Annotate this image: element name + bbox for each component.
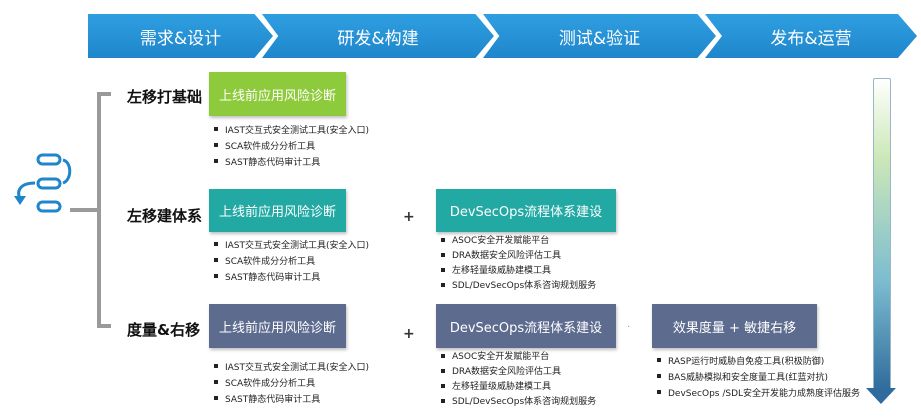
list-item: 左移轻量级威胁建模工具 <box>441 378 596 393</box>
bullet-icon <box>214 258 218 262</box>
list-item-label: SCA软件成分分析工具 <box>225 378 316 389</box>
bullet-icon <box>441 252 445 257</box>
list-item-label: IAST交互式安全测试工具(安全入口) <box>225 240 370 251</box>
list-item: IAST交互式安全测试工具(安全入口) <box>214 358 369 374</box>
bullet-icon <box>214 127 218 131</box>
cycle-icon <box>14 153 72 213</box>
box-label: DevSecOps流程体系建设 <box>449 320 603 336</box>
list-item: SAST静态代码审计工具 <box>214 390 369 406</box>
list-item: IAST交互式安全测试工具(安全入口) <box>214 121 369 137</box>
list-item-label: SAST静态代码审计工具 <box>225 157 321 168</box>
bullet-icon <box>441 237 445 242</box>
list-item: DevSecOps /SDL安全开发能力成熟度评估服务 <box>657 384 860 400</box>
bullet-icon <box>441 282 445 287</box>
bullet-icon <box>441 398 445 403</box>
bullet-icon <box>214 364 218 368</box>
list-item: DRA数据安全风险评估工具 <box>441 363 596 378</box>
diagnosis-box: 上线前应用风险诊断 <box>209 72 346 116</box>
stage-release-operate: 发布&运营 <box>705 14 917 58</box>
diagnosis-box: 上线前应用风险诊断 <box>209 304 346 348</box>
list-item: BAS威胁模拟和安全度量工具(红蓝对抗) <box>657 368 860 384</box>
plus-sign: + <box>403 326 415 342</box>
devsecops-box: DevSecOps流程体系建设 <box>436 189 616 232</box>
box-label: 上线前应用风险诊断 <box>218 88 336 104</box>
box-label: 效果度量 + 敏捷右移 <box>672 320 797 336</box>
list-item-label: DRA数据安全风险评估工具 <box>452 251 561 261</box>
bracket-connector <box>70 208 100 212</box>
down-arrow-icon <box>866 388 896 404</box>
bullet-icon <box>214 159 218 163</box>
list-item-label: 左移轻量级威胁建模工具 <box>452 266 552 276</box>
list-item: RASP运行时威胁自免疫工具(积极防御) <box>657 352 860 368</box>
tool-list: ASOC安全开发赋能平台 DRA数据安全风险评估工具 左移轻量级威胁建模工具 S… <box>441 348 596 408</box>
stage-test-verify: 测试&验证 <box>483 14 716 58</box>
list-item-label: IAST交互式安全测试工具(安全入口) <box>225 362 370 373</box>
stage-develop-build: 研发&构建 <box>262 14 494 58</box>
bullet-icon <box>214 274 218 278</box>
plus-sign: + <box>403 209 415 225</box>
tool-list: ASOC安全开发赋能平台 DRA数据安全风险评估工具 左移轻量级威胁建模工具 S… <box>441 232 596 292</box>
list-item: SAST静态代码审计工具 <box>214 153 369 169</box>
bullet-icon <box>657 374 661 378</box>
list-item-label: DevSecOps /SDL安全开发能力成熟度评估服务 <box>668 388 861 399</box>
list-item: ASOC安全开发赋能平台 <box>441 232 596 247</box>
stage-label: 研发&构建 <box>337 28 419 49</box>
list-item: DRA数据安全风险评估工具 <box>441 247 596 262</box>
list-item-label: SCA软件成分分析工具 <box>225 256 316 267</box>
tool-list: IAST交互式安全测试工具(安全入口) SCA软件成分分析工具 SAST静态代码… <box>214 358 369 406</box>
list-item-label: BAS威胁模拟和安全度量工具(红蓝对抗) <box>668 372 829 383</box>
bullet-icon <box>441 353 445 358</box>
bullet-icon <box>441 368 445 373</box>
list-item-label: DRA数据安全风险评估工具 <box>452 367 561 377</box>
row-title: 度量&右移 <box>127 321 201 339</box>
list-item-label: SAST静态代码审计工具 <box>225 272 321 283</box>
row-title: 左移打基础 <box>127 88 203 106</box>
list-item: SDL/DevSecOps体系咨询规划服务 <box>441 393 596 408</box>
bracket-top <box>97 92 111 96</box>
list-item: SDL/DevSecOps体系咨询规划服务 <box>441 277 596 292</box>
bullet-icon <box>441 267 445 272</box>
list-item-label: ASOC安全开发赋能平台 <box>452 352 550 362</box>
separator-dot: · <box>627 322 631 333</box>
stage-label: 需求&设计 <box>139 28 222 49</box>
list-item-label: SAST静态代码审计工具 <box>225 394 321 405</box>
list-item-label: SDL/DevSecOps体系咨询规划服务 <box>452 281 597 291</box>
list-item: 左移轻量级威胁建模工具 <box>441 262 596 277</box>
tool-list: IAST交互式安全测试工具(安全入口) SCA软件成分分析工具 SAST静态代码… <box>214 121 369 169</box>
list-item: IAST交互式安全测试工具(安全入口) <box>214 236 369 252</box>
stage-label: 测试&验证 <box>558 28 641 49</box>
bullet-icon <box>214 380 218 384</box>
box-label: 上线前应用风险诊断 <box>218 320 336 336</box>
list-item: SCA软件成分分析工具 <box>214 252 369 268</box>
box-label: DevSecOps流程体系建设 <box>449 205 603 220</box>
tool-list: IAST交互式安全测试工具(安全入口) SCA软件成分分析工具 SAST静态代码… <box>214 236 369 284</box>
list-item-label: 左移轻量级威胁建模工具 <box>452 382 552 392</box>
tool-list: RASP运行时威胁自免疫工具(积极防御) BAS威胁模拟和安全度量工具(红蓝对抗… <box>657 352 860 400</box>
list-item-label: SDL/DevSecOps体系咨询规划服务 <box>452 397 597 407</box>
row-title: 左移建体系 <box>127 207 203 225</box>
stage-requirements-design: 需求&设计 <box>88 14 273 58</box>
list-item-label: SCA软件成分分析工具 <box>225 141 316 152</box>
list-item: SCA软件成分分析工具 <box>214 374 369 390</box>
stage-label: 发布&运营 <box>770 28 852 49</box>
list-item: SAST静态代码审计工具 <box>214 268 369 284</box>
metrics-box: 效果度量 + 敏捷右移 <box>652 304 817 348</box>
list-item-label: RASP运行时威胁自免疫工具(积极防御) <box>668 356 825 367</box>
list-item-label: IAST交互式安全测试工具(安全入口) <box>225 125 370 136</box>
bracket-bottom <box>97 324 111 328</box>
bullet-icon <box>214 396 218 400</box>
box-label: 上线前应用风险诊断 <box>218 205 336 220</box>
bullet-icon <box>657 358 661 362</box>
bullet-icon <box>214 143 218 147</box>
devsecops-box: DevSecOps流程体系建设 <box>436 304 616 348</box>
list-item-label: ASOC安全开发赋能平台 <box>452 236 550 246</box>
list-item: SCA软件成分分析工具 <box>214 137 369 153</box>
list-item: ASOC安全开发赋能平台 <box>441 348 596 363</box>
diagnosis-box: 上线前应用风险诊断 <box>209 189 346 232</box>
bullet-icon <box>214 242 218 246</box>
bullet-icon <box>657 390 661 394</box>
progress-arrow-shaft <box>873 78 891 392</box>
bullet-icon <box>441 383 445 388</box>
